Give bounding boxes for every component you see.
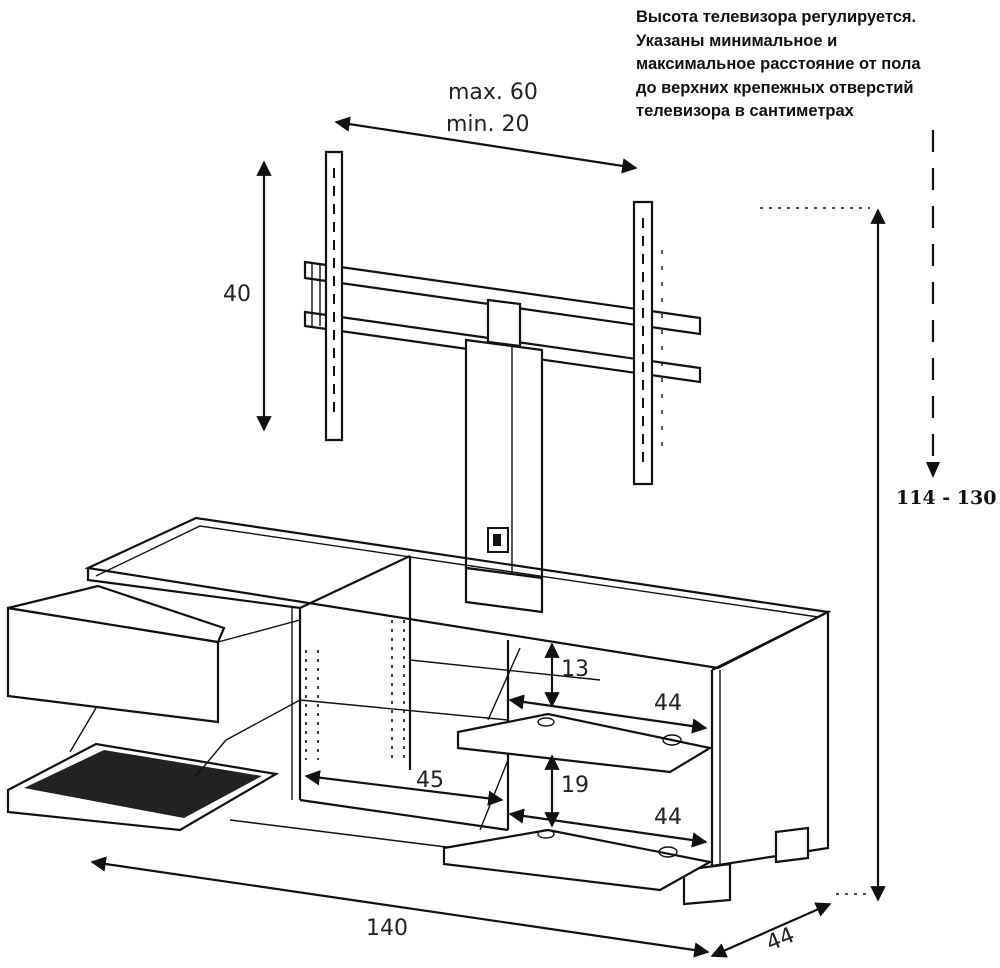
shelf-depth-upper-arrow <box>508 694 708 734</box>
note-line-1: Высота телевизора регулируется. <box>636 8 917 26</box>
note-line-4: до верхних крепежных отверстий <box>636 78 914 97</box>
shelf-depth-lower-label: 44 <box>654 805 682 830</box>
width-label: 140 <box>366 916 408 941</box>
shelf-gap-lower-label: 19 <box>561 773 589 798</box>
total-height-label: 114 - 130 <box>896 487 996 509</box>
cabinet <box>6 516 832 906</box>
shelf-gap-upper-label: 13 <box>561 657 589 682</box>
note-pointer-arrow <box>926 130 940 478</box>
inner-depth-label: 45 <box>416 768 444 793</box>
depth-label: 44 <box>763 923 798 957</box>
tv-mount-bracket <box>303 150 702 614</box>
dimension-labels: max. 60 min. 20 40 114 - 130 13 44 19 45… <box>223 80 996 957</box>
vesa-arrow <box>334 116 638 174</box>
shelf-depth-upper-label: 44 <box>654 691 682 716</box>
bracket-height-label: 40 <box>223 282 251 307</box>
inner-depth-arrow <box>304 770 504 806</box>
vesa-max-label: max. 60 <box>448 80 538 105</box>
dimension-lines <box>90 116 886 958</box>
depth-arrow <box>710 902 832 958</box>
height-note: Высота телевизора регулируется. Указаны … <box>636 6 998 124</box>
vesa-min-label: min. 20 <box>446 112 529 137</box>
shelf-depth-lower-arrow <box>508 808 708 848</box>
note-line-2: Указаны минимальное и <box>636 31 838 50</box>
note-line-5: телевизора в сантиметрах <box>636 102 854 120</box>
width-arrow <box>90 856 710 958</box>
note-line-3: максимальное расстояние от пола <box>636 55 921 73</box>
